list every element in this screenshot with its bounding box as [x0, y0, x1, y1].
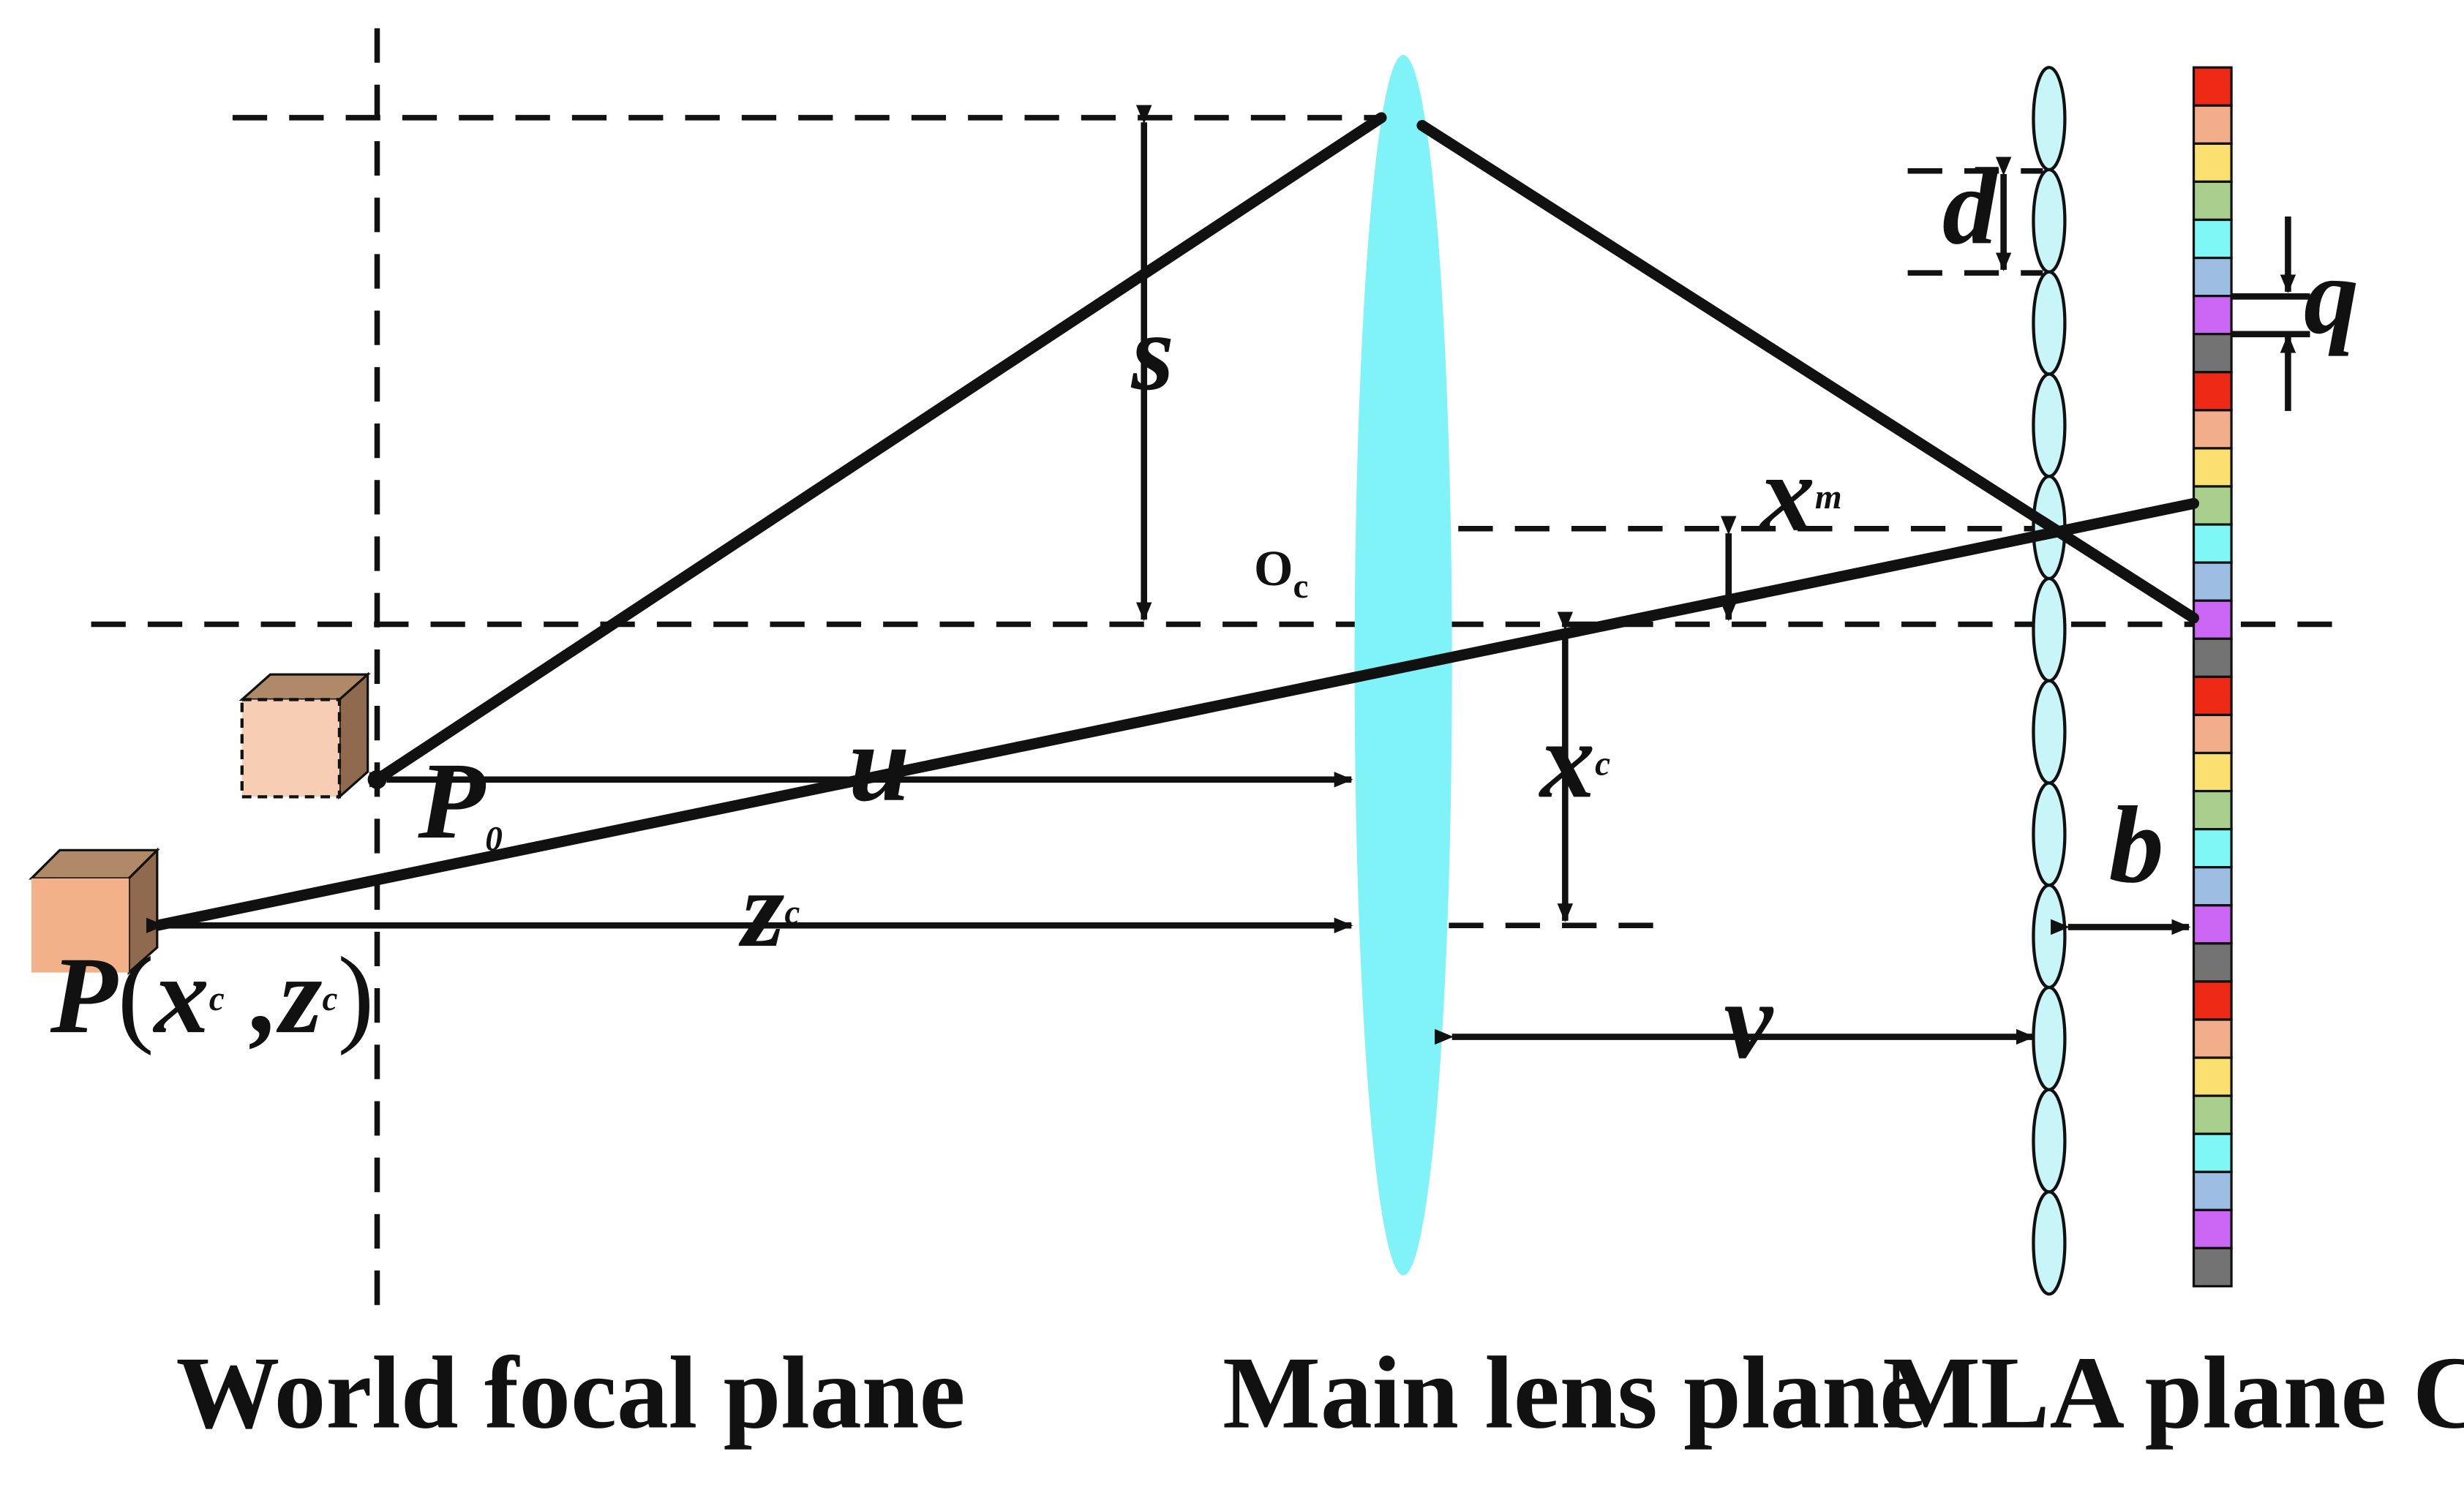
microlens — [2032, 576, 2067, 682]
label-u: u — [849, 703, 910, 824]
label-s: s — [1131, 292, 1175, 413]
label-point-xsup: c — [209, 980, 225, 1018]
sensor-pixel — [2192, 904, 2233, 945]
ray-p0-to-lens-top — [371, 112, 1387, 786]
microlens — [2032, 66, 2067, 172]
label-oc-base: O — [1254, 541, 1293, 596]
label-d: d — [1942, 146, 1999, 268]
sensor-pixel — [2192, 1170, 2233, 1211]
sensor-pixel — [2192, 1056, 2233, 1097]
object-cube-far — [29, 847, 160, 976]
microlens — [2032, 1190, 2067, 1296]
sensor-pixel — [2192, 675, 2233, 717]
sensor-pixel — [2192, 523, 2233, 564]
label-zc-sup: c — [784, 894, 800, 932]
sensor-pixel — [2192, 333, 2233, 374]
label-v: v — [1724, 960, 1773, 1082]
label-point-close: ) — [337, 935, 374, 1056]
ray-lens-top-to-sensor — [1416, 120, 2200, 624]
sensor-pixel — [2192, 789, 2233, 831]
label-zc-base: z — [738, 848, 785, 970]
sensor-pixel — [2192, 980, 2233, 1021]
sensor-pixel — [2192, 1132, 2233, 1173]
label-p0: P0 — [417, 740, 502, 862]
label-xm: xm — [1759, 433, 1842, 554]
label-oc: Oc — [1254, 541, 1308, 606]
sensor-pixel — [2192, 371, 2233, 412]
label-q: q — [2304, 236, 2359, 357]
point-p0-dot — [367, 769, 387, 789]
microlens-array — [2032, 66, 2067, 1296]
label-oc-sub: c — [1293, 568, 1309, 606]
dimension-arrows — [146, 105, 2310, 1045]
microlens — [2032, 372, 2067, 478]
chief-ray-p-to-sensor — [151, 497, 2200, 931]
sensor-pixel — [2192, 713, 2233, 755]
microlens — [2032, 270, 2067, 376]
sensor-pixel — [2192, 1094, 2233, 1135]
label-xc: xc — [1539, 700, 1610, 821]
label-xc-sup: c — [1595, 745, 1610, 783]
microlens — [2032, 884, 2067, 990]
sensor-pixel — [2192, 866, 2233, 907]
symbol-labels: s u v d q b xc xm zc Oc P0 P(xc ,zc) — [50, 146, 2359, 1082]
sensor-pixel — [2192, 485, 2233, 526]
sensor-pixel — [2192, 256, 2233, 298]
sensor-pixel — [2192, 1246, 2233, 1288]
sensor-pixel — [2192, 561, 2233, 602]
sensor-pixel — [2192, 66, 2233, 107]
object-cube-near — [238, 671, 371, 799]
label-xm-base: x — [1759, 433, 1815, 554]
caption-main-lens-plane: Main lens plane — [1222, 1336, 1926, 1450]
cube-far-front-face — [31, 878, 129, 973]
cube-near-front-face — [240, 698, 342, 799]
label-point-open: ( — [118, 935, 154, 1056]
label-point-p: P(xc ,zc) — [50, 935, 375, 1056]
construction-lines — [91, 28, 2345, 1306]
sensor-pixel — [2192, 142, 2233, 184]
sensor-pixel — [2192, 218, 2233, 260]
microlens — [2032, 781, 2067, 887]
sensor-pixel — [2192, 828, 2233, 869]
label-zc: zc — [738, 848, 800, 970]
sensor-pixel — [2192, 1018, 2233, 1059]
label-b: b — [2109, 784, 2164, 906]
label-xm-sup: m — [1815, 478, 1842, 516]
sensor-pixel — [2192, 942, 2233, 983]
sensor-pixel — [2192, 599, 2233, 640]
label-point-zsup: c — [322, 980, 337, 1018]
microlens — [2032, 985, 2067, 1091]
sensor-pixel — [2192, 180, 2233, 222]
microlens — [2032, 167, 2067, 274]
label-point-z: z — [276, 935, 323, 1056]
sensor-pixel — [2192, 1208, 2233, 1250]
sensor-pixel — [2192, 104, 2233, 145]
caption-world-focal-plane: World focal plane — [176, 1336, 966, 1450]
label-p0-base: P — [417, 740, 486, 862]
microlens — [2032, 1088, 2067, 1194]
plane-captions: World focal plane Main lens plane MLA pl… — [176, 1336, 2464, 1450]
label-point-p-letter: P — [50, 935, 119, 1056]
label-p0-sub: 0 — [485, 820, 503, 858]
microlens — [2032, 679, 2067, 785]
sensor-pixel — [2192, 447, 2233, 488]
sensor-pixel — [2192, 751, 2233, 793]
label-point-comma: , — [225, 935, 279, 1056]
label-point-x: x — [153, 935, 209, 1056]
sensor-pixel — [2192, 637, 2233, 678]
ccd-sensor — [2192, 66, 2233, 1288]
label-xc-base: x — [1539, 700, 1595, 821]
caption-mla-ccd-sensor: MLA plane CCD sensor — [1882, 1336, 2464, 1450]
sensor-pixel — [2192, 295, 2233, 336]
sensor-pixel — [2192, 409, 2233, 450]
